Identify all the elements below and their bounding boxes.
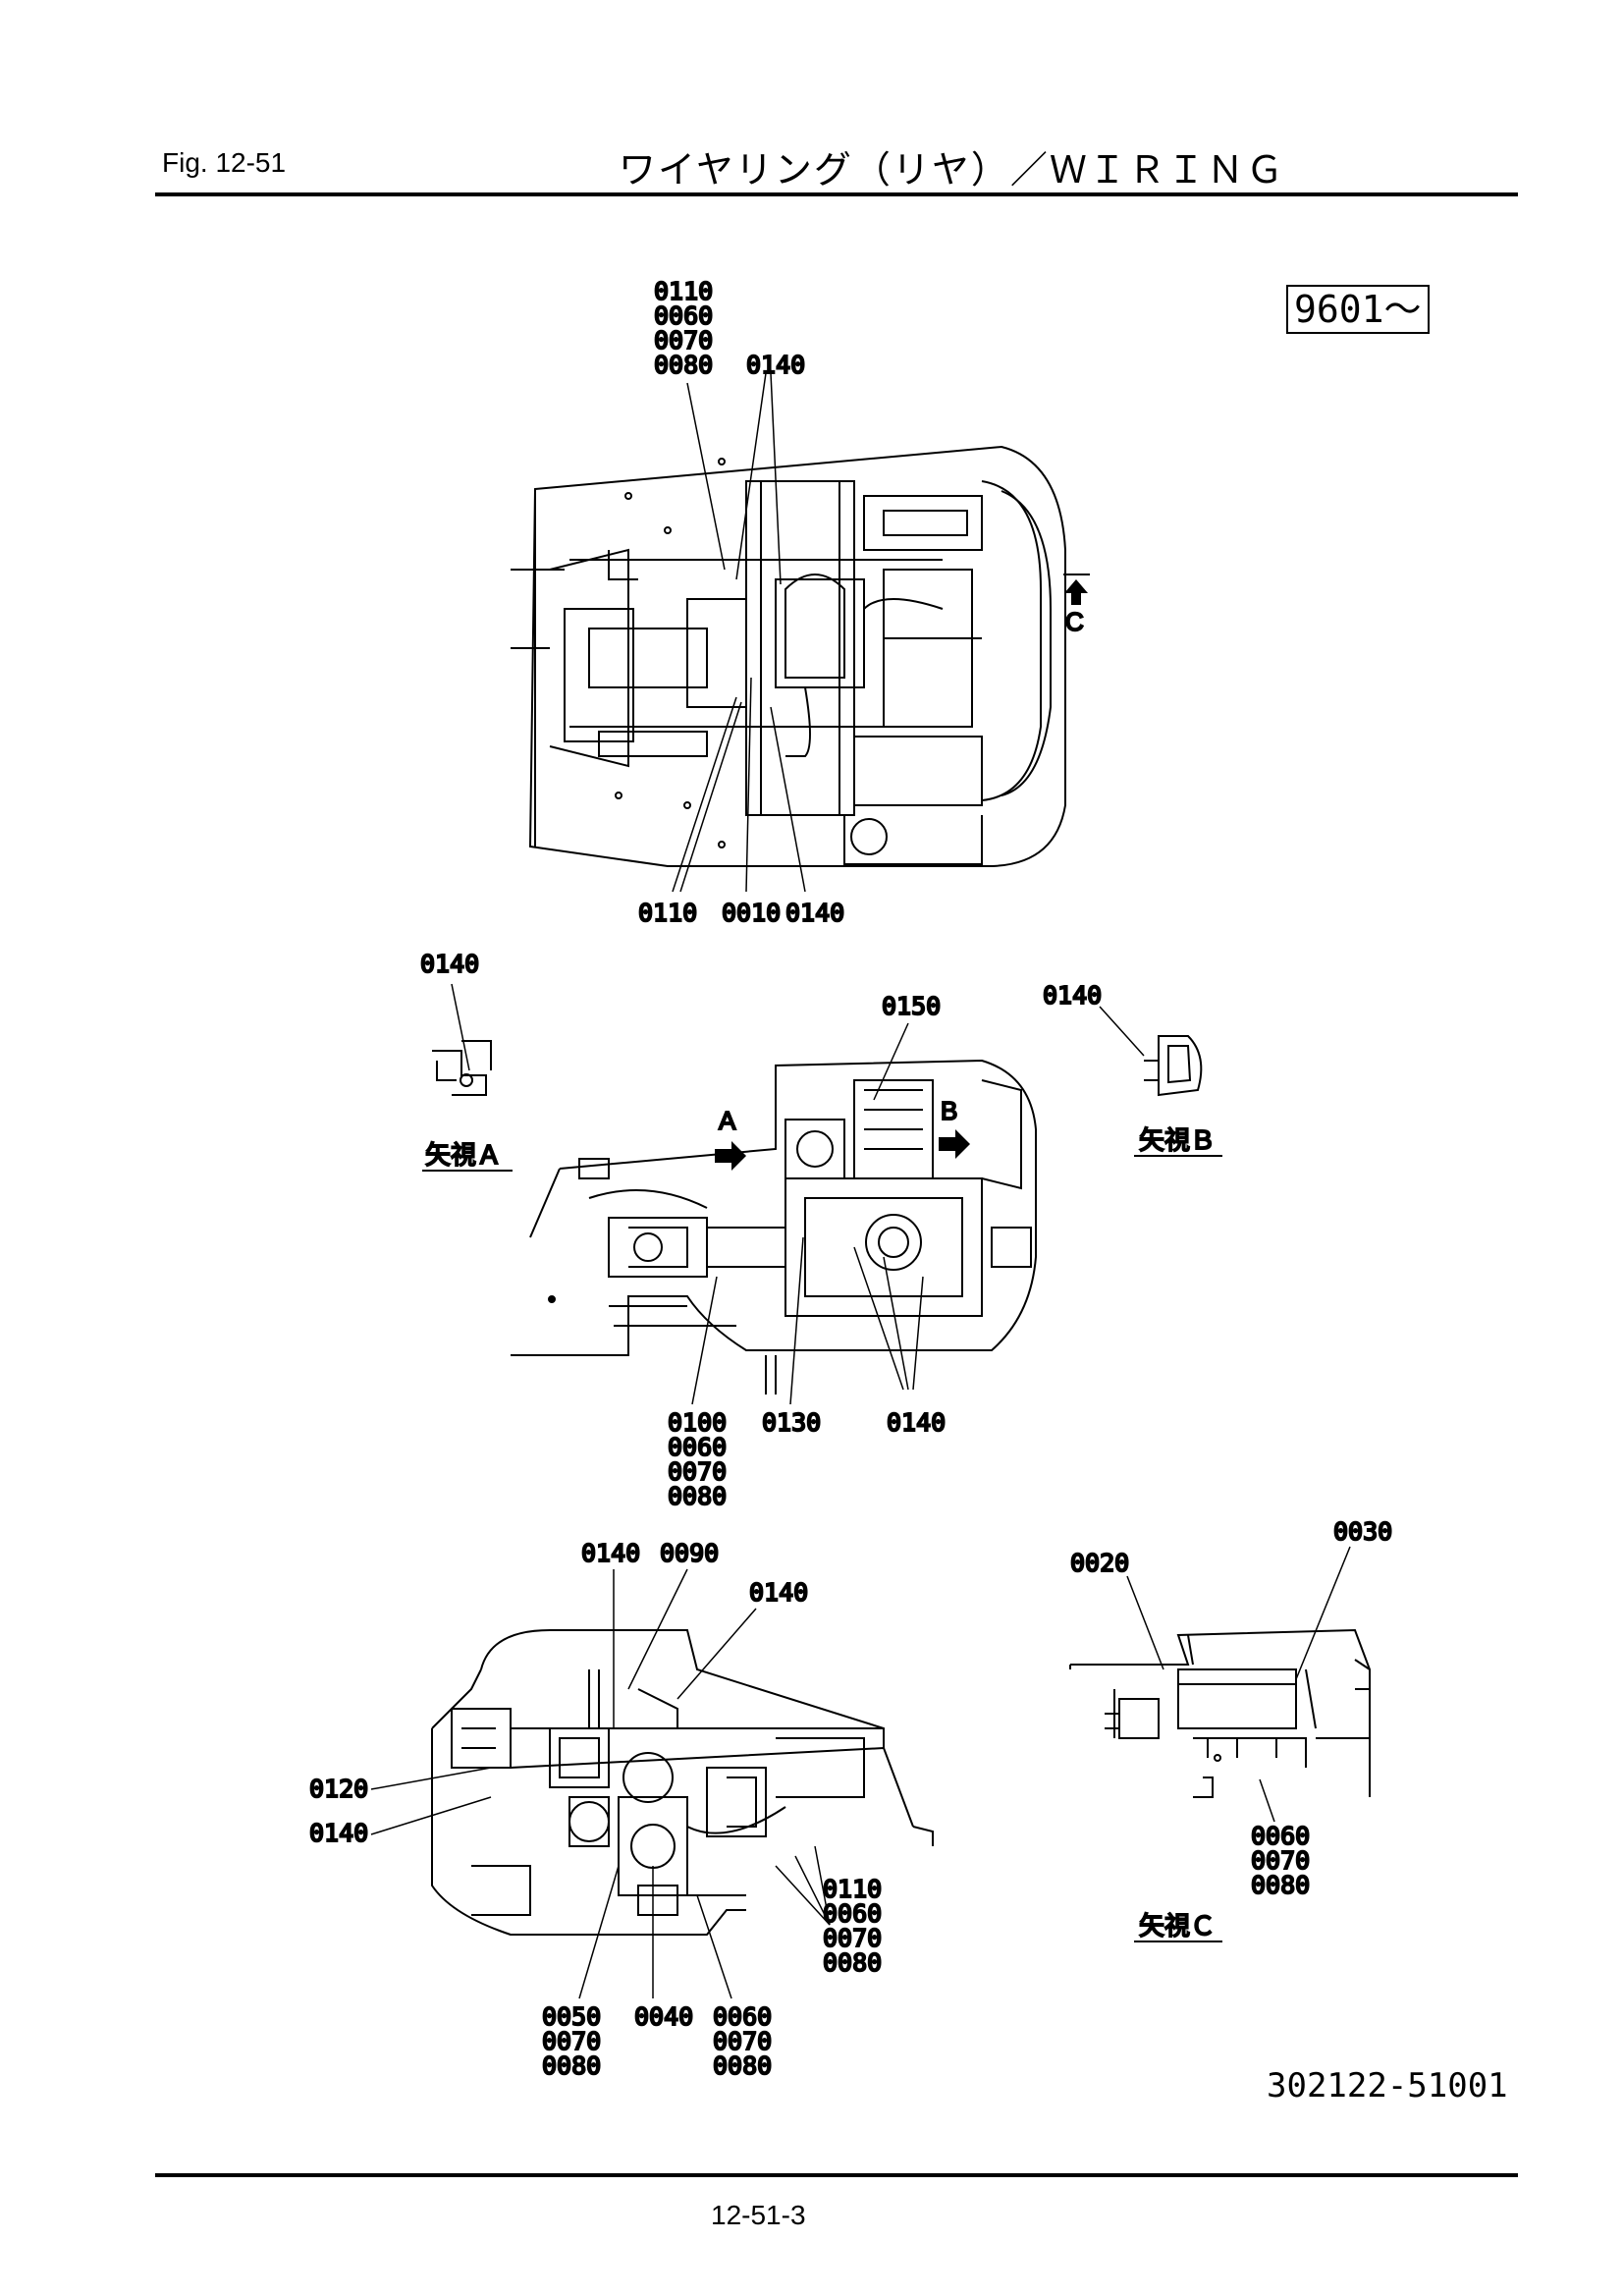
view-b-drawing [1144,1035,1203,1097]
callout-top-lower-3: 0140 [785,899,844,927]
callout-rear-top-right: 0140 [749,1578,808,1607]
document-number: 302122-51001 [1267,2066,1508,2105]
callout-view-b-part: 0140 [1043,981,1102,1010]
callout-top-upper-stack-4: 0080 [654,351,713,379]
rear-view-leaders [370,1568,831,1999]
callout-view-a-part: 0140 [420,950,479,978]
view-c-label: 矢視Ｃ [1139,1912,1216,1941]
callout-side-bottom-stack-4: 0080 [668,1482,727,1510]
callout-side-bottom-stack-1: 0100 [668,1408,727,1437]
callout-rear-right-stack-1: 0110 [823,1875,882,1903]
footer-rule [155,2173,1518,2177]
header-rule [155,192,1518,196]
callout-top-upper-stack-3: 0070 [654,326,713,355]
page-title: ワイヤリング（リヤ）／ＷＩＲＩＮＧ [619,148,1285,191]
arrow-b-label: B [941,1096,957,1125]
callout-view-c-right: 0030 [1333,1517,1392,1546]
figure-number: Fig. 12-51 [162,147,287,178]
callout-view-c-bottom-3: 0080 [1251,1871,1310,1899]
top-view-leaders [672,372,806,893]
view-a-drawing [432,1040,492,1096]
callout-rear-top-mid: 0090 [660,1539,719,1567]
callout-rear-bottom-3b: 0070 [713,2027,772,2055]
view-b-label: 矢視Ｂ [1139,1126,1216,1156]
callout-view-c-bottom-1: 0060 [1251,1822,1310,1850]
callout-top-upper-right: 0140 [746,351,805,379]
callout-rear-bottom-1c: 0080 [542,2051,601,2080]
callout-rear-bottom-3c: 0080 [713,2051,772,2080]
callout-top-upper-stack-2: 0060 [654,301,713,330]
callout-rear-bottom-1b: 0070 [542,2027,601,2055]
arrow-c-label: C [1065,607,1084,636]
callout-rear-right-stack-2: 0060 [823,1899,882,1928]
callout-view-c-left: 0020 [1070,1549,1129,1577]
callout-rear-bottom-2: 0040 [634,2002,693,2031]
callout-rear-right-stack-3: 0070 [823,1924,882,1952]
callout-side-bottom-right: 0140 [887,1408,946,1437]
callout-side-bottom-mid: 0130 [762,1408,821,1437]
side-view-drawing [511,1059,1037,1394]
arrow-a-label: A [719,1106,736,1135]
callout-side-bottom-stack-2: 0060 [668,1433,727,1461]
view-c-drawing [1069,1628,1371,1798]
rear-view-drawing [431,1629,934,1936]
callout-side-bottom-stack-3: 0070 [668,1457,727,1486]
top-view-drawing [511,445,1090,867]
callout-rear-left-2: 0140 [309,1819,368,1847]
callout-top-upper-stack-1: 0110 [654,277,713,305]
view-a-label: 矢視Ａ [425,1141,502,1171]
callout-rear-bottom-1a: 0050 [542,2002,601,2031]
callout-side-top: 0150 [882,992,941,1020]
callout-rear-bottom-3a: 0060 [713,2002,772,2031]
callout-view-c-bottom-2: 0070 [1251,1846,1310,1875]
callout-rear-top-left: 0140 [581,1539,640,1567]
callout-top-lower-2: 0010 [722,899,781,927]
callout-rear-right-stack-4: 0080 [823,1948,882,1977]
serial-range-box: 9601～ [1286,285,1430,334]
page-number: 12-51-3 [711,2200,806,2230]
view-c-leaders [1126,1546,1351,1823]
callout-top-lower-1: 0110 [638,899,697,927]
side-view-leaders [691,1022,924,1405]
callout-rear-left-1: 0120 [309,1775,368,1803]
